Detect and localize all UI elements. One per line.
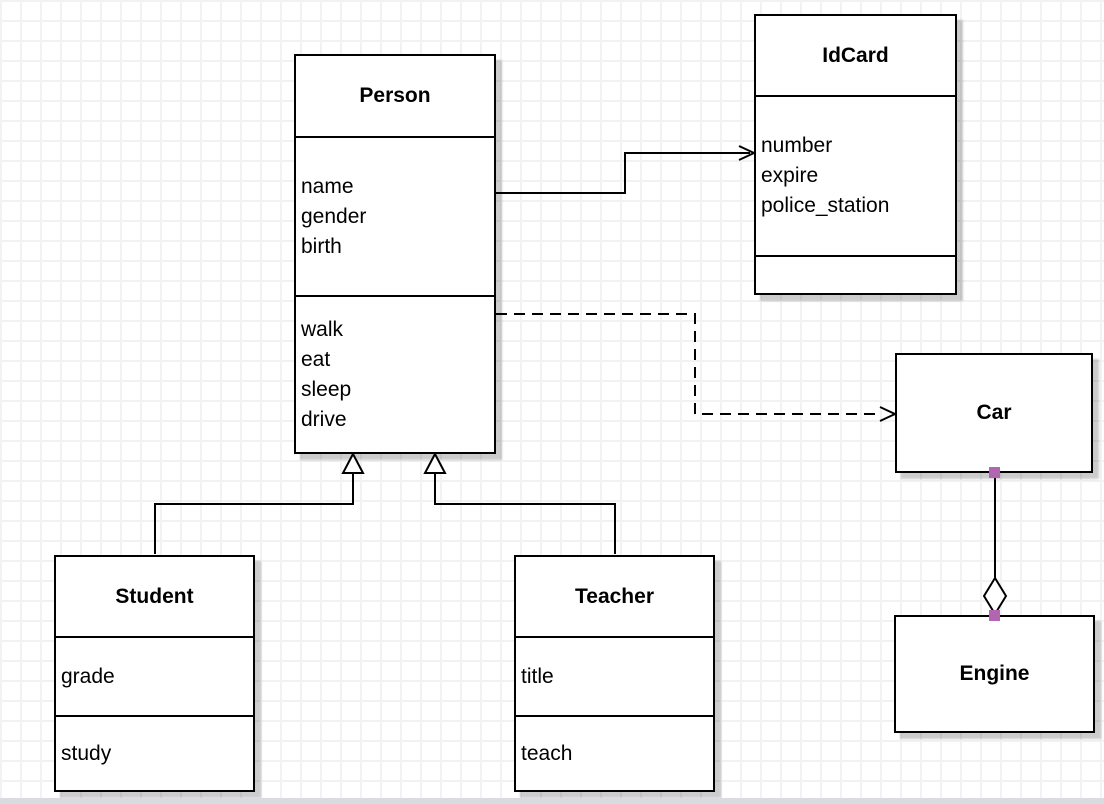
attributes-compartment: number expire police_station — [756, 95, 955, 255]
attributes-compartment: grade — [56, 636, 253, 715]
class-attribute: grade — [61, 664, 115, 688]
association-person-idcard[interactable] — [496, 145, 757, 194]
generalization-student-person[interactable] — [154, 451, 365, 554]
class-attribute: title — [521, 664, 554, 688]
methods-compartment: teach — [516, 715, 713, 790]
hollow-triangle-icon — [423, 451, 447, 474]
aggregation-car-engine[interactable] — [982, 467, 1008, 621]
methods-compartment: study — [56, 715, 253, 790]
class-method: drive — [301, 407, 347, 431]
class-title: Student — [115, 584, 194, 608]
hollow-triangle-icon — [341, 451, 365, 474]
class-method: sleep — [301, 377, 352, 401]
class-method: study — [61, 741, 112, 765]
class-attribute: expire — [761, 164, 819, 187]
class-box-student[interactable]: Student grade study — [54, 555, 255, 792]
dependency-dashed-line[interactable] — [496, 313, 882, 415]
class-title: Car — [976, 401, 1012, 424]
class-box-engine[interactable]: Engine — [894, 615, 1095, 733]
class-box-car[interactable]: Car — [895, 353, 1093, 473]
class-attribute: number — [761, 134, 833, 157]
class-box-person[interactable]: Person name gender birth walk eat sleep … — [294, 54, 496, 454]
class-method: eat — [301, 347, 331, 371]
class-method: teach — [521, 741, 573, 765]
methods-compartment: walk eat sleep drive — [296, 295, 494, 452]
canvas-bottom-edge — [0, 798, 1104, 804]
open-arrowhead-icon — [738, 145, 757, 161]
hollow-diamond-icon — [982, 576, 1008, 616]
class-box-idcard[interactable]: IdCard number expire police_station — [754, 14, 957, 295]
generalization-line[interactable] — [154, 473, 354, 554]
association-line[interactable] — [496, 152, 750, 194]
class-title: IdCard — [822, 43, 889, 67]
class-title: Person — [359, 84, 431, 107]
open-arrowhead-icon — [879, 406, 898, 422]
class-method: walk — [301, 317, 344, 341]
class-attribute: gender — [301, 204, 367, 228]
generalization-teacher-person[interactable] — [423, 451, 616, 554]
class-attribute: birth — [301, 234, 342, 258]
class-title: Engine — [959, 662, 1030, 685]
attributes-compartment: name gender birth — [296, 136, 494, 295]
generalization-line[interactable] — [434, 473, 616, 554]
class-attribute: police_station — [761, 194, 890, 217]
attributes-compartment: title — [516, 636, 713, 715]
methods-compartment-empty — [756, 255, 955, 293]
dependency-person-car[interactable] — [496, 313, 898, 422]
class-attribute: name — [301, 174, 354, 198]
class-title: Teacher — [575, 584, 654, 608]
class-box-teacher[interactable]: Teacher title teach — [514, 555, 715, 792]
